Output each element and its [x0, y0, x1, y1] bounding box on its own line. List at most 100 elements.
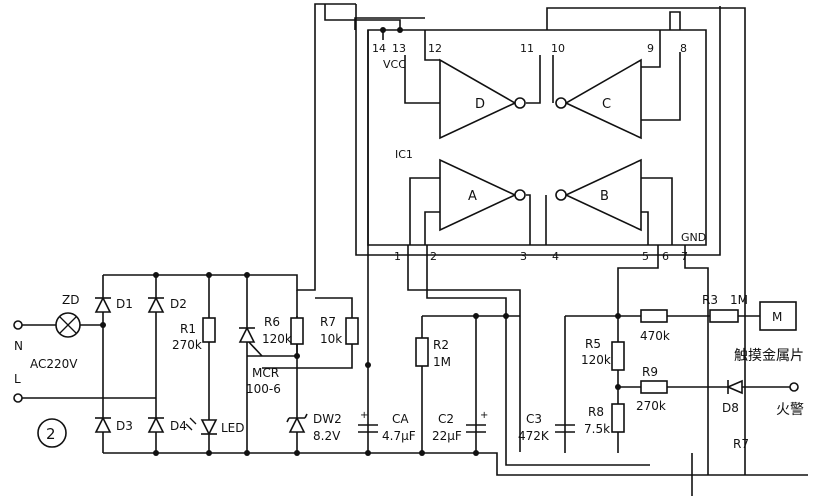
r8-name: R8: [588, 405, 604, 419]
resistor-r9: [640, 380, 668, 394]
pin8-9-top: [669, 11, 681, 30]
c3-name: C3: [526, 412, 542, 426]
gate-c-in2: [630, 52, 681, 121]
r8-resistor: R8 7.5k: [584, 403, 625, 436]
c3-value: 472K: [518, 429, 550, 443]
diode-d2: [147, 296, 165, 313]
ca-value: 4.7μF: [382, 429, 416, 443]
vcc-rail: [103, 3, 356, 291]
gate-d-out: [526, 55, 541, 104]
ic-outline-lead: [355, 4, 721, 256]
pin-8: 8: [680, 42, 687, 55]
d1-label: D1: [116, 297, 133, 311]
r3-value: 1M: [730, 293, 748, 307]
d4-label: D4: [170, 419, 187, 433]
pin7-gnd: [684, 245, 709, 475]
pin-5: 5: [642, 250, 649, 263]
capacitor-c2: + C2 22μF: [432, 410, 488, 443]
touch-plate-box: [759, 301, 797, 331]
pin2-down: [426, 245, 650, 466]
r8-value: 7.5k: [584, 422, 610, 436]
gate-a: A: [439, 158, 526, 232]
pin-1: 1: [394, 250, 401, 263]
gate-d-in1: [424, 30, 440, 61]
rectifier-bridge: D1 D2 D3 D4: [94, 296, 187, 433]
r-470k-value: 470k: [640, 329, 670, 343]
r5-resistor: R5 120k: [581, 337, 625, 371]
r9-d8-network: R9 270k D8 火警 R7: [636, 365, 804, 451]
pin-7: 7: [681, 250, 688, 263]
led-branch: R1 270k LED: [172, 317, 245, 436]
r2-resistor: R2 1M: [415, 337, 451, 369]
gate-c-label: C: [602, 97, 611, 112]
pin-4: 4: [552, 250, 559, 263]
pin-14: 14: [372, 42, 386, 55]
r5-value: 120k: [581, 353, 611, 367]
gate-a-out: [526, 194, 531, 245]
touch-box-label: M: [772, 310, 782, 324]
pin-2: 2: [430, 250, 437, 263]
ic1: D C A B 14 13 12 11 10 9 8 VCC IC1 GND 1…: [372, 42, 706, 263]
pin5-6-down: [617, 245, 659, 316]
r9-value: 270k: [636, 399, 666, 413]
ic-outline: [367, 29, 707, 246]
d3-label: D3: [116, 419, 133, 433]
r1-body: [202, 317, 216, 343]
r5-name: R5: [585, 337, 601, 351]
r1-value: 270k: [172, 338, 202, 352]
gate-a-in2: [424, 211, 440, 245]
r2-name: R2: [433, 338, 449, 352]
d8-label: D8: [722, 401, 739, 415]
r6-name: R6: [264, 315, 280, 329]
r9-name: R9: [642, 365, 658, 379]
gate-b-in2: [640, 211, 649, 245]
gate-d-in2: [404, 55, 440, 104]
c2-value: 22μF: [432, 429, 462, 443]
ic-name: IC1: [395, 148, 413, 161]
mains-label: AC220V: [30, 357, 78, 371]
l-terminal: [13, 393, 23, 403]
ground-rail: [103, 452, 808, 476]
r6-value: 120k: [262, 332, 292, 346]
pin-11: 11: [520, 42, 534, 55]
r7-name: R7: [320, 315, 336, 329]
n-label: N: [14, 339, 23, 353]
gate-a-in1: [409, 177, 440, 245]
vcc-label: VCC: [383, 58, 406, 71]
pin-6: 6: [662, 250, 669, 263]
gate-b-in1: [640, 177, 673, 245]
pin-13: 13: [392, 42, 406, 55]
gate-c-in1: [630, 30, 661, 68]
diode-d4: [147, 416, 165, 433]
pin11-top: [546, 7, 746, 475]
pin-12: 12: [428, 42, 442, 55]
r2-value: 1M: [433, 355, 451, 369]
r3-name: R3: [702, 293, 718, 307]
r3-network: 470k R3 1M M 触摸金属片: [640, 293, 804, 364]
figure-number: 2: [37, 418, 67, 448]
pin-3: 3: [520, 250, 527, 263]
r7-bottom-label: R7: [733, 437, 749, 451]
gate-d: D: [439, 58, 526, 140]
vcc-to-pin13: [324, 4, 401, 30]
diode-d3: [94, 416, 112, 433]
led-icon: [185, 417, 218, 436]
diode-d8: [725, 379, 743, 395]
pin-9: 9: [647, 42, 654, 55]
fire-terminal: [789, 382, 799, 392]
pin-10: 10: [551, 42, 565, 55]
scr-part: 100-6: [246, 382, 281, 396]
capacitor-c3: C3 472K: [518, 412, 575, 443]
l-label: L: [14, 372, 21, 386]
r7-value: 10k: [320, 332, 342, 346]
diode-d1: [94, 296, 112, 313]
scr-name: MCR: [252, 366, 279, 380]
pin12-top: [354, 17, 425, 30]
gate-b: B: [555, 158, 642, 232]
touch-label: 触摸金属片: [734, 348, 804, 364]
led-label: LED: [221, 421, 245, 435]
fire-label: 火警: [776, 402, 804, 418]
c2-plus: +: [480, 410, 488, 421]
gate-d-label: D: [475, 97, 485, 112]
